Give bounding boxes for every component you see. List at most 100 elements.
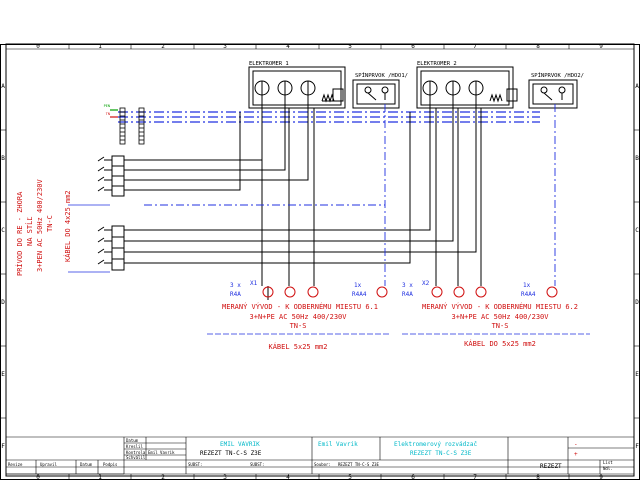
ruler-top-1: 1 (98, 43, 102, 50)
ruler-bottom-5: 5 (348, 474, 352, 480)
ruler-top-2: 2 (161, 43, 165, 50)
ruler-top-7: 7 (473, 43, 477, 50)
tb-subst-1: SUBST: (188, 462, 202, 467)
tb-project-title: Elektromerový rozvádzač (394, 441, 477, 448)
supply-line-2: NA STĹĽ (25, 216, 34, 246)
switch-2[interactable] (506, 79, 578, 109)
breaker-tags (68, 204, 110, 273)
ruler-right-c: C (635, 227, 639, 234)
busbar-label-pen: PEN (104, 104, 110, 108)
tb-podpis: Podpis (103, 462, 118, 467)
output-2-type: R4A (402, 291, 413, 298)
output-1-single-count: 1x (354, 282, 362, 289)
tb-plus: + (574, 451, 578, 458)
tb-drawing-name: REZEZT TN-C-S Z3E (200, 450, 262, 457)
ruler-top-6: 6 (411, 43, 415, 50)
top-ruler (6, 44, 634, 50)
output-1-desc2: 3+N+PE AC 50Hz 400/230V (250, 313, 348, 321)
output-1-desc3: TN-S (290, 322, 307, 330)
ruler-right-b: B (635, 155, 639, 162)
busbar-label-tn: TN (106, 112, 110, 116)
output-1-mark: X1 (250, 280, 258, 287)
supply-line-5: KÁBEL DO 4x25 mm2 (63, 190, 72, 262)
wiring (124, 95, 482, 300)
ruler-bottom-8: 8 (536, 474, 540, 480)
tb-revize: Revize (8, 462, 23, 467)
tb-kontrola: Kontrola (126, 450, 146, 455)
ruler-bottom-0: 0 (36, 474, 40, 480)
ruler-bottom-1: 1 (98, 474, 102, 480)
switch-1[interactable] (332, 79, 400, 109)
ruler-left-a: A (1, 83, 5, 90)
ruler-top-4: 4 (286, 43, 290, 50)
ruler-right-a: A (635, 83, 639, 90)
neutral-lines (144, 104, 556, 286)
switch-1-title: SPÍNPRVOK /HDO1/ (355, 71, 408, 79)
tb-list: List (603, 460, 613, 465)
output-1-cable: KÁBEL 5x25 mm2 (268, 342, 327, 351)
output-1-desc1: MERANÝ VÝVOD - K ODBERNÉMU MIESTU 6.1 (222, 302, 378, 311)
output-2-desc1: MERANÝ VÝVOD - K ODBERNÉMU MIESTU 6.2 (422, 302, 578, 311)
ruler-right-e: E (635, 371, 639, 378)
busbar-terminals (119, 107, 145, 145)
ruler-top-3: 3 (223, 43, 227, 50)
tb-subst-2: SUBST: (250, 462, 264, 467)
ruler-left-d: D (1, 299, 5, 306)
output-2-single-type: R4A4 (521, 291, 536, 298)
tb-upravil: Upravil (40, 462, 57, 467)
ruler-top-0: 0 (36, 43, 40, 50)
tb-datum: Datum (126, 438, 139, 443)
output-2-single-count: 1x (523, 282, 531, 289)
supply-line-3: 3+PEN AC 50Hz 400/230V (36, 178, 44, 272)
tb-soubor: Soubor: (314, 462, 331, 467)
ruler-left-b: B (1, 155, 5, 162)
switch-2-title: SPÍNPRVOK /HDO2/ (531, 71, 584, 79)
output-2-desc2: 3+N+PE AC 50Hz 400/230V (452, 313, 550, 321)
drawing-frame (0, 43, 640, 480)
tb-kreslil: Kreslil (126, 444, 143, 449)
meter-1-title: ELEKTROMER 1 (249, 61, 289, 67)
breaker-group-2[interactable] (97, 225, 125, 271)
ruler-right-f: F (635, 443, 639, 450)
ruler-bottom-6: 6 (411, 474, 415, 480)
tb-code: REZEZT (540, 463, 562, 470)
tb-ndl: Ndl. (603, 466, 613, 471)
ruler-left-e: E (1, 371, 5, 378)
tb-schvalil: Schválil (126, 455, 146, 460)
meter-2-title: ELEKTROMER 2 (417, 61, 457, 67)
output-terminals[interactable] (262, 286, 558, 298)
output-1-single-type: R4A4 (352, 291, 367, 298)
ruler-top-5: 5 (348, 43, 352, 50)
ruler-left-f: F (1, 443, 5, 450)
ruler-bottom-7: 7 (473, 474, 477, 480)
meter-2[interactable] (416, 66, 514, 109)
tb-minus: - (574, 441, 578, 448)
ruler-left-c: C (1, 227, 5, 234)
title-block (6, 436, 634, 475)
ruler-bottom-9: 9 (599, 474, 603, 480)
ruler-bottom-3: 3 (223, 474, 227, 480)
ruler-top-8: 8 (536, 43, 540, 50)
output-2-mark: X2 (422, 280, 430, 287)
output-1-type: R4A (230, 291, 241, 298)
ruler-bottom-4: 4 (286, 474, 290, 480)
supply-line-4: TN-C (46, 215, 54, 232)
meter-1[interactable] (248, 66, 346, 109)
ruler-bottom-2: 2 (161, 474, 165, 480)
output-2-count: 3 x (402, 282, 413, 289)
tb-project-sub: REZEZT TN-C-S Z3E (410, 450, 472, 457)
tb-kreslil-name: Emil Vavrik (148, 450, 175, 455)
tb-datum2: Datum (80, 462, 93, 467)
ruler-top-9: 9 (599, 43, 603, 50)
tb-author-2: Emil Vavrik (318, 441, 358, 448)
tb-author: EMIL VAVRIK (220, 441, 260, 448)
busbar-lines (110, 109, 540, 123)
breaker-group-1[interactable] (97, 155, 125, 197)
ruler-right-d: D (635, 299, 639, 306)
supply-line-1: PRÍVOD DO RE - ZHORA (15, 191, 24, 276)
output-2-cable: KÁBEL DO 5x25 mm2 (464, 339, 536, 348)
output-2-desc3: TN-S (492, 322, 509, 330)
output-1-count: 3 x (230, 282, 241, 289)
tb-soubor-value: REZEZT TN-C-S Z3E (338, 462, 380, 467)
